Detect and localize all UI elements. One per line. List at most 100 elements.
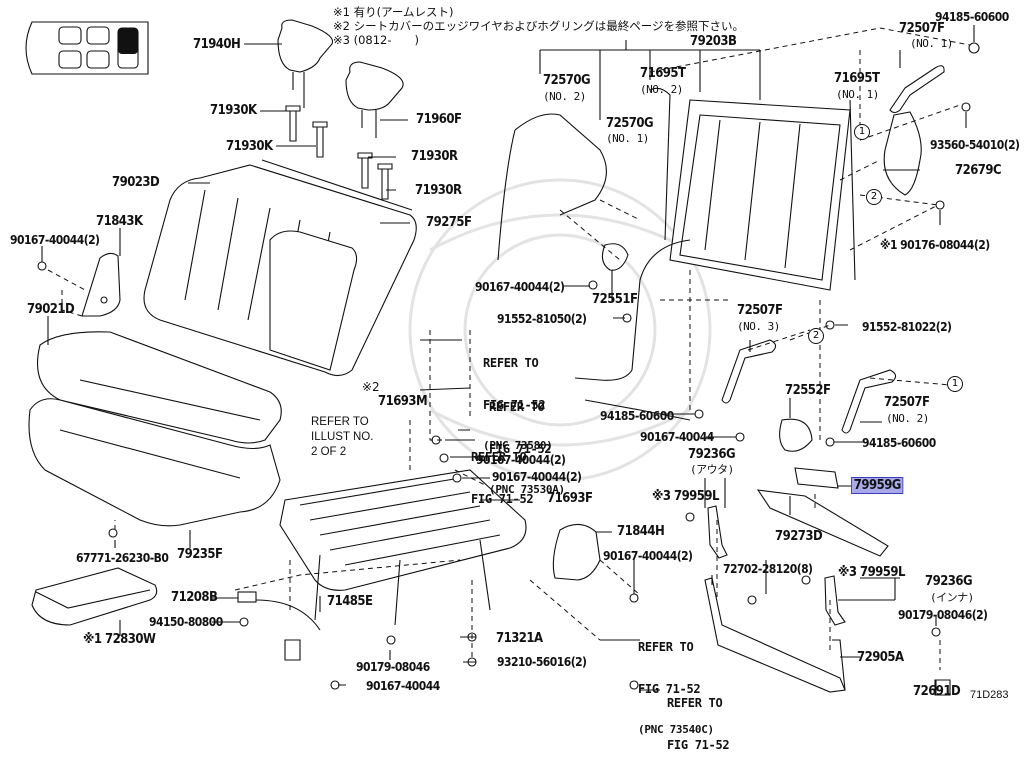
note-3: ※3 (0812- ) bbox=[333, 33, 419, 47]
part-label-90167-40044[interactable]: 90167-40044(2) bbox=[475, 280, 565, 294]
part-label-72507f-no2[interactable]: 72507F bbox=[884, 395, 930, 410]
part-label-71844h[interactable]: 71844H bbox=[617, 524, 665, 539]
refer-fig-71-52[interactable]: REFER TO FIG 71-52 bbox=[667, 668, 730, 766]
note-2: ※2 シートカバーのエッジワイヤおよびホグリングは最終ページを参照下さい。 bbox=[333, 19, 745, 33]
part-label-72507f-no3[interactable]: 72507F bbox=[737, 303, 783, 318]
part-label-71930k[interactable]: 71930K bbox=[210, 103, 257, 118]
circle-marker-2: 2 bbox=[866, 189, 882, 205]
circle-marker-2: 2 bbox=[808, 328, 824, 344]
headrest-71940h bbox=[277, 19, 334, 108]
part-label-71695t-no2[interactable]: 71695T bbox=[640, 66, 686, 81]
part-label-90167-40044[interactable]: 90167-40044(2) bbox=[10, 233, 100, 247]
part-label-72905a[interactable]: 72905A bbox=[857, 650, 904, 665]
part-label-93560-54010[interactable]: 93560-54010(2) bbox=[930, 138, 1020, 152]
part-label-71960f[interactable]: 71960F bbox=[416, 112, 462, 127]
part-label-90167-40044[interactable]: 90167-40044(2) bbox=[603, 549, 693, 563]
part-label-94185-60600[interactable]: 94185-60600 bbox=[600, 409, 674, 423]
refer-line1: REFER TO bbox=[667, 696, 723, 710]
circle-marker-1: 1 bbox=[947, 376, 963, 392]
part-label-72691d[interactable]: 72691D bbox=[913, 684, 961, 699]
rail-72905a bbox=[704, 577, 846, 693]
part-label-94150-80800[interactable]: 94150-80800 bbox=[149, 615, 223, 629]
part-label-72552f[interactable]: 72552F bbox=[785, 383, 831, 398]
seat-layout-icon bbox=[25, 21, 149, 75]
part-label-79023d[interactable]: 79023D bbox=[112, 175, 160, 190]
part-label-79959g[interactable]: 79959G bbox=[851, 477, 904, 494]
cover-72679c bbox=[883, 111, 922, 196]
part-label-90179-08046[interactable]: 90179-08046 bbox=[356, 660, 430, 674]
seatback-frame bbox=[649, 87, 856, 291]
bracket-71843k bbox=[81, 252, 121, 317]
part-label-79203b[interactable]: 79203B bbox=[690, 34, 737, 49]
refer-line2: FIG 71-52 bbox=[638, 682, 701, 696]
cover-79273d bbox=[756, 489, 889, 557]
lever-72507f-no2 bbox=[841, 369, 897, 434]
part-label-72507f-no1[interactable]: 72507F bbox=[899, 21, 945, 36]
part-label-72570g-no2[interactable]: 72570G bbox=[543, 73, 591, 88]
part-label-71693m[interactable]: 71693M bbox=[378, 394, 428, 409]
part-label-71930r[interactable]: 71930R bbox=[411, 149, 458, 164]
refer-fig-71-52-pnc-73580[interactable]: REFER TO FIG 71-52 (PNC 73580) bbox=[483, 328, 553, 466]
part-sub-71695t-no1: (NO. 1) bbox=[836, 88, 879, 101]
part-label-90167-40044[interactable]: 90167-40044(2) bbox=[492, 470, 582, 484]
refer-fig-71-52[interactable]: REFER TO FIG 71-52 bbox=[471, 422, 534, 520]
part-label-72679c[interactable]: 72679C bbox=[955, 163, 1002, 178]
part-label-93210-56016[interactable]: 93210-56016(2) bbox=[497, 655, 587, 669]
part-label-79959l[interactable]: ※3 79959L bbox=[652, 489, 719, 504]
shield-71844h bbox=[552, 523, 601, 581]
part-label-90179-08046[interactable]: 90179-08046(2) bbox=[898, 608, 988, 622]
part-label-71930r[interactable]: 71930R bbox=[415, 183, 462, 198]
figure-code: 71D283 bbox=[970, 689, 1009, 701]
circle-marker-1: 1 bbox=[854, 124, 870, 140]
note-2-marker: ※2 bbox=[362, 380, 380, 394]
part-label-90176-08044[interactable]: ※1 90176-08044(2) bbox=[880, 238, 990, 252]
refer-fig-71-52-pnc-73530a[interactable]: REFER TO FIG 71-52 (PNC 73530A) bbox=[489, 372, 565, 510]
part-label-72830w[interactable]: ※1 72830W bbox=[83, 632, 156, 647]
cables bbox=[497, 113, 691, 421]
seat-cushion bbox=[28, 331, 282, 527]
part-label-71930k[interactable]: 71930K bbox=[226, 139, 273, 154]
part-label-71321a[interactable]: 71321A bbox=[496, 631, 543, 646]
refer-illust-2-of-2[interactable]: REFER TO ILLUST NO. 2 OF 2 bbox=[311, 416, 374, 458]
part-label-72702-28120[interactable]: 72702-28120(8) bbox=[723, 562, 813, 576]
part-label-72570g-no1[interactable]: 72570G bbox=[606, 116, 654, 131]
part-label-71940h[interactable]: 71940H bbox=[193, 37, 241, 52]
refer-line1: REFER TO bbox=[483, 356, 539, 370]
part-label-71208b[interactable]: 71208B bbox=[171, 590, 218, 605]
part-sub-79236g-inner: (インナ) bbox=[930, 591, 974, 604]
part-label-79275f[interactable]: 79275F bbox=[426, 215, 472, 230]
part-sub-71695t-no2: (NO. 2) bbox=[640, 83, 683, 96]
part-label-91552-81050[interactable]: 91552-81050(2) bbox=[497, 312, 587, 326]
part-label-79236g-inner[interactable]: 79236G bbox=[925, 574, 973, 589]
part-sub-72507f-no1: (NO. 1) bbox=[910, 37, 953, 50]
part-label-79021d[interactable]: 79021D bbox=[27, 302, 75, 317]
part-sub-79236g-outer: (アウタ) bbox=[690, 463, 734, 476]
refer-pnc: (PNC 73580) bbox=[483, 439, 553, 452]
part-label-91552-81022[interactable]: 91552-81022(2) bbox=[862, 320, 952, 334]
part-label-94185-60600[interactable]: 94185-60600 bbox=[935, 10, 1009, 24]
part-label-71693f[interactable]: 71693F bbox=[547, 491, 593, 506]
part-label-90167-40044[interactable]: 90167-40044(2) bbox=[476, 453, 566, 467]
part-label-90167-40044[interactable]: 90167-40044 bbox=[366, 679, 440, 693]
refer-line2: FIG 71-52 bbox=[483, 398, 546, 412]
part-label-71843k[interactable]: 71843K bbox=[96, 214, 143, 229]
highlighted-part-79959g[interactable]: 79959G bbox=[851, 477, 904, 494]
part-label-79959l[interactable]: ※3 79959L bbox=[838, 565, 905, 580]
watermark bbox=[408, 178, 712, 482]
cover-79959g bbox=[794, 467, 839, 489]
refer-line1: REFER TO bbox=[638, 640, 694, 654]
part-label-79273d[interactable]: 79273D bbox=[775, 529, 823, 544]
leader-lines bbox=[41, 25, 975, 695]
part-sub-72507f-no3: (NO. 3) bbox=[737, 320, 780, 333]
lever-72507f-no1 bbox=[889, 65, 945, 114]
part-label-79235f[interactable]: 79235F bbox=[177, 547, 223, 562]
part-label-94185-60600[interactable]: 94185-60600 bbox=[862, 436, 936, 450]
part-label-67771-26230-b0[interactable]: 67771-26230-B0 bbox=[76, 551, 169, 565]
part-sub-72570g-no2: (NO. 2) bbox=[543, 90, 586, 103]
part-label-79236g-outer[interactable]: 79236G bbox=[688, 447, 736, 462]
part-label-90167-40044[interactable]: 90167-40044 bbox=[640, 430, 714, 444]
part-label-71695t-no1[interactable]: 71695T bbox=[834, 71, 880, 86]
part-label-72551f[interactable]: 72551F bbox=[592, 292, 638, 307]
note-1: ※1 有り(アームレスト) bbox=[333, 5, 454, 19]
part-label-71485e[interactable]: 71485E bbox=[327, 594, 373, 609]
